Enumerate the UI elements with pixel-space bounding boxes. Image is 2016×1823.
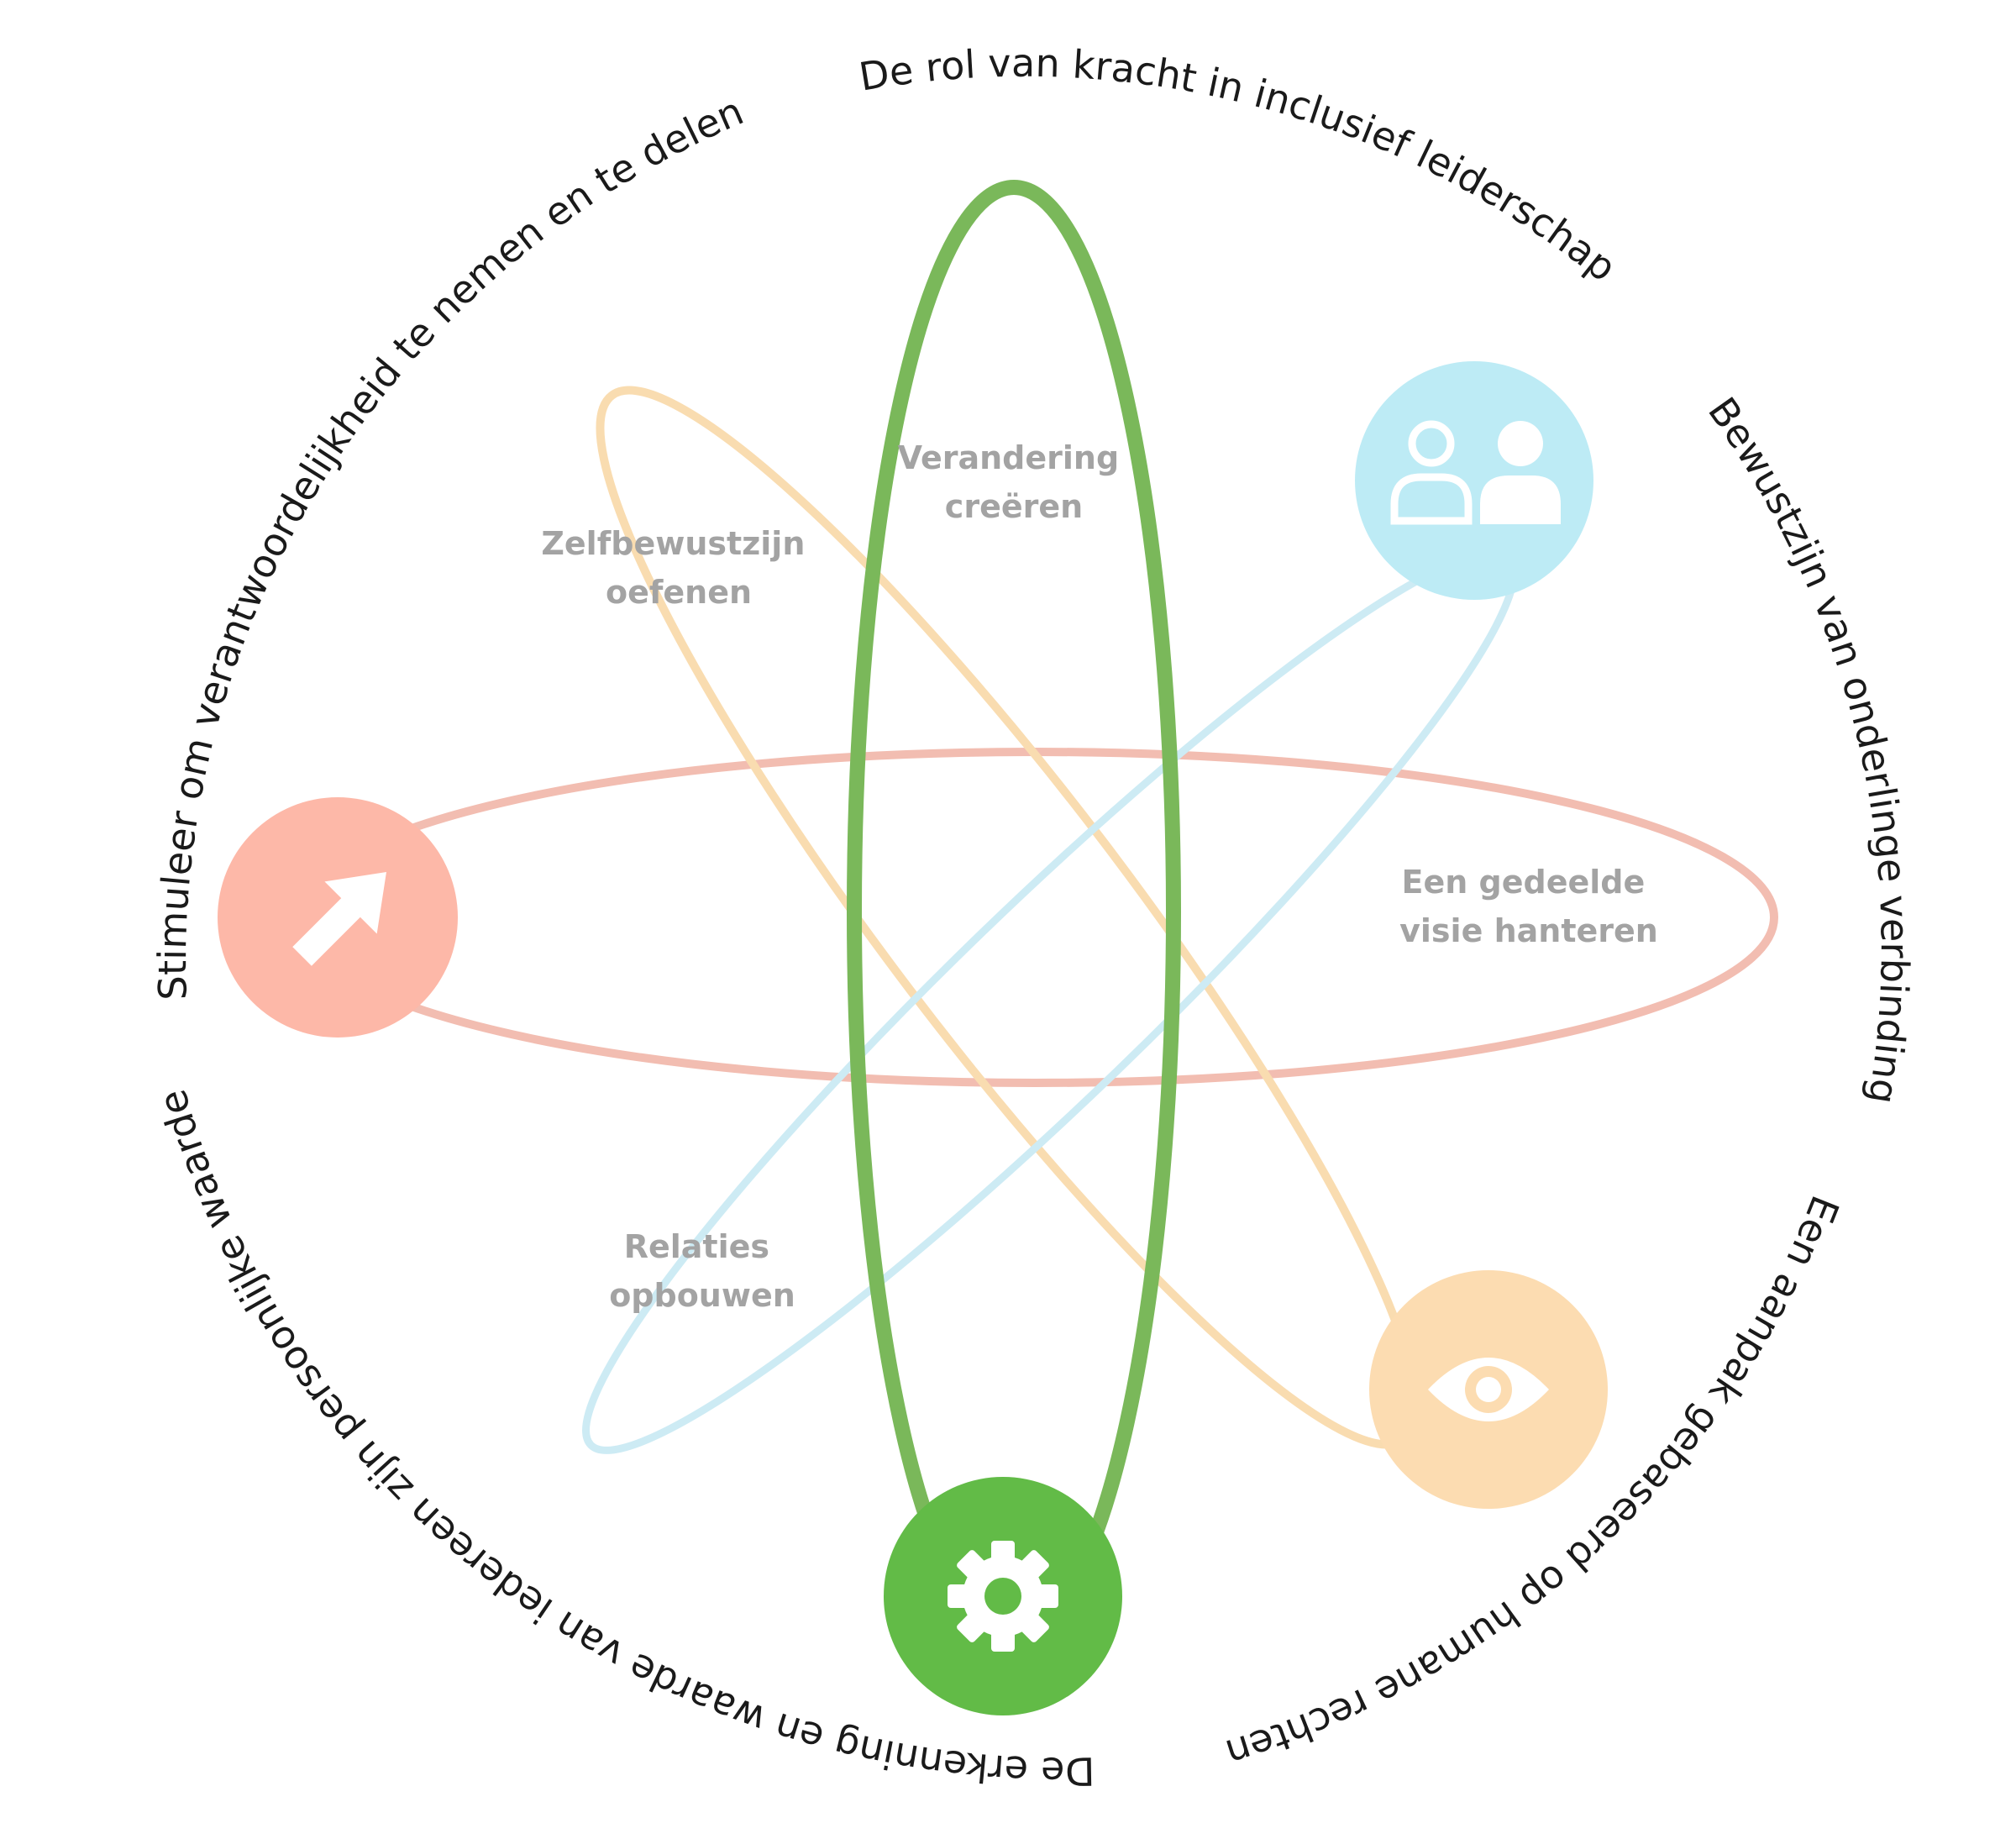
green-node — [884, 1477, 1122, 1715]
arrow-up-right-icon — [292, 872, 386, 966]
green-label: Verandering creëren — [898, 439, 1131, 525]
blue-circle — [1355, 361, 1593, 600]
outer-label-top: De rol van kracht in inclusief leidersch… — [856, 40, 1625, 291]
red-node — [218, 797, 458, 1038]
eye-icon — [1428, 1358, 1549, 1421]
blue-label: Relaties opbouwen — [609, 1228, 795, 1314]
orange-label: Zelfbewustzijn oefenen — [541, 525, 816, 611]
orange-node — [1369, 1270, 1608, 1509]
blue-node — [1355, 361, 1593, 600]
people-icon — [1390, 420, 1561, 525]
red-label: Een gedeelde visie hanteren — [1399, 864, 1658, 949]
gear-icon — [948, 1541, 1058, 1652]
outer-label-right-upper: Bewustzijn van onderlinge verbinding — [1699, 389, 1918, 1107]
green-orbit — [847, 180, 1181, 1643]
